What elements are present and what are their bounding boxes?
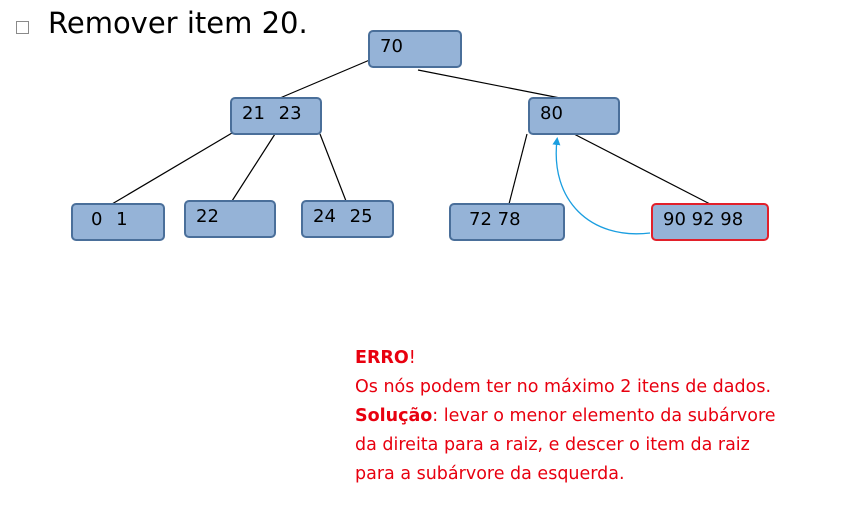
note-line-4: para a subárvore da esquerda. <box>355 464 625 484</box>
solution-word: Solução <box>355 406 433 426</box>
edge-root-right <box>417 69 561 99</box>
note-line-error: ERRO! <box>355 344 835 373</box>
edge-left-leaf2 <box>319 133 347 202</box>
edge-left-leaf1 <box>231 133 276 202</box>
edge-root-left <box>279 58 373 99</box>
node-left-child: 21 23 <box>230 97 322 135</box>
note-line-3: da direita para a raiz, e descer o item … <box>355 435 750 455</box>
node-leaf-1: 22 <box>184 200 276 238</box>
node-leaf-3: 72 78 <box>449 203 565 241</box>
bullet-square-icon <box>16 21 29 34</box>
error-word: ERRO <box>355 348 409 368</box>
note-line-1: Os nós podem ter no máximo 2 itens de da… <box>355 377 772 397</box>
edge-left-leaf0 <box>111 132 233 205</box>
error-mark: ! <box>408 348 416 368</box>
node-right-child: 80 <box>528 97 620 135</box>
note-line-solution: Solução: levar o menor elemento da subár… <box>355 402 835 431</box>
node-root: 70 <box>368 30 462 68</box>
slide-heading: Remover item 20. <box>48 6 308 40</box>
node-leaf-2: 24 25 <box>301 200 394 238</box>
edge-right-leaf4 <box>573 133 711 205</box>
edge-right-leaf3 <box>508 133 528 205</box>
move-arrow <box>552 137 651 235</box>
node-leaf-4: 90 92 98 <box>651 203 769 241</box>
node-leaf-0: 0 1 <box>71 203 165 241</box>
error-note: ERRO! Os nós podem ter no máximo 2 itens… <box>355 344 835 489</box>
solution-text: : levar o menor elemento da subárvore <box>432 406 776 426</box>
